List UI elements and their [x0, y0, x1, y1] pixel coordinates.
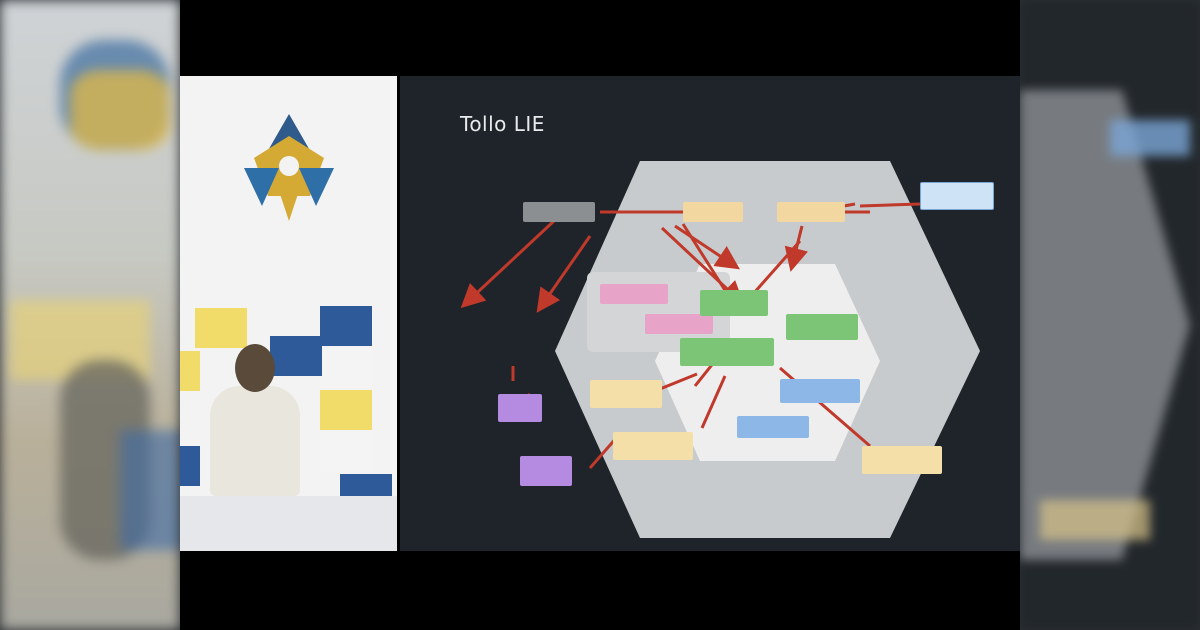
- diagram-box-pink: [645, 314, 713, 334]
- video-frame[interactable]: Tollo LIE: [180, 0, 1020, 630]
- arrow: [536, 235, 592, 313]
- backdrop-tile: [195, 308, 247, 348]
- diagram-box-orange: [777, 202, 845, 222]
- diagram-box-blue-external: [920, 182, 994, 210]
- speaker-head: [235, 344, 275, 392]
- stage-lectern: [180, 496, 397, 551]
- diagram-box-orange: [683, 202, 743, 222]
- slide-title: Tollo LIE: [460, 112, 545, 136]
- diagram-box-yellow: [862, 446, 942, 474]
- diagram-box-blue: [737, 416, 809, 438]
- arrow: [654, 372, 698, 393]
- diagram-box-green: [680, 338, 774, 366]
- diagram-box-purple: [498, 394, 542, 422]
- diagram-box-gray: [523, 202, 595, 222]
- diagram-box-pink: [600, 284, 668, 304]
- arrow: [460, 204, 572, 309]
- speaker-camera-panel: [180, 76, 397, 551]
- arrow: [859, 202, 921, 208]
- backdrop-tile: [320, 306, 372, 346]
- backdrop-tile: [320, 432, 372, 472]
- blurred-backdrop-left: [0, 0, 180, 630]
- backdrop-tile: [270, 336, 322, 376]
- blurred-backdrop-right: [1020, 0, 1200, 630]
- diagram-box-yellow: [590, 380, 662, 408]
- diagram-box-purple: [520, 456, 572, 486]
- backdrop-tile: [320, 348, 372, 388]
- arrow: [674, 224, 740, 270]
- backdrop-tile: [180, 351, 200, 391]
- diagram-box-yellow: [613, 432, 693, 460]
- backdrop-tile: [180, 446, 200, 486]
- arrow: [700, 375, 727, 429]
- arrow: [660, 226, 745, 306]
- backdrop-tile: [320, 390, 372, 430]
- triangle-star-logo-icon: [244, 114, 334, 221]
- speaker-body: [210, 386, 300, 496]
- diagram-box-green: [700, 290, 768, 316]
- presentation-slide: Tollo LIE: [400, 76, 1020, 551]
- diagram-box-green: [786, 314, 858, 340]
- diagram-box-blue: [780, 379, 860, 403]
